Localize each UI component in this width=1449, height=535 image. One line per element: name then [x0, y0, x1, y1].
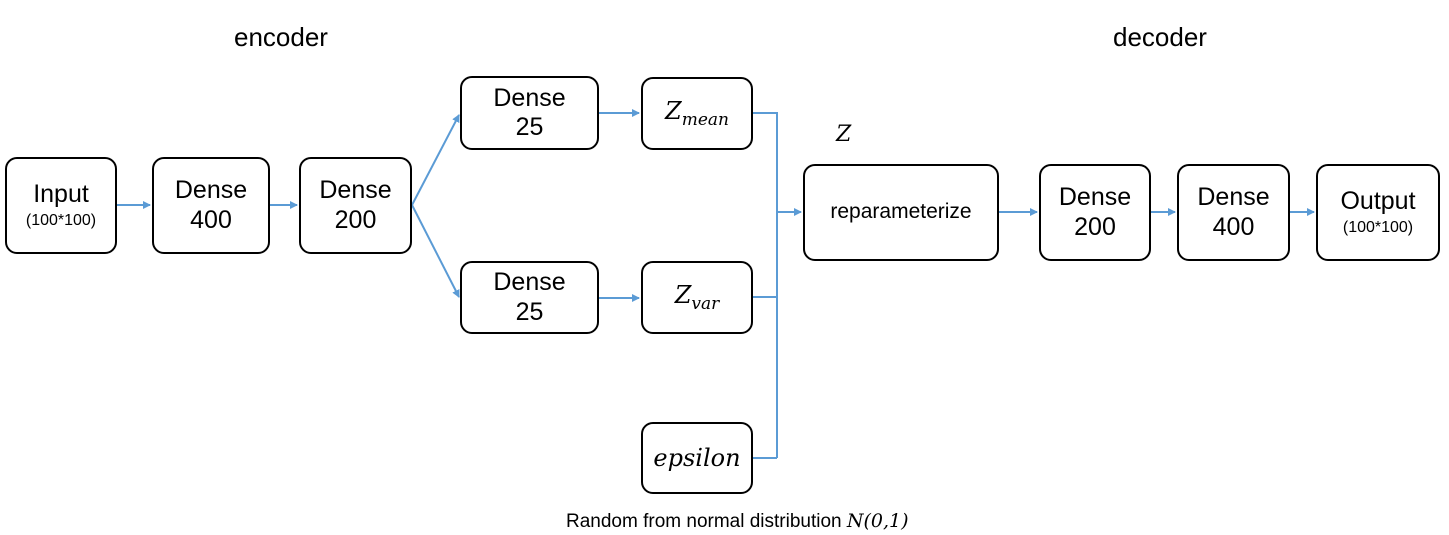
node-dense-25-mean: Dense 25	[460, 76, 599, 150]
node-output-shape: (100*100)	[1342, 219, 1414, 237]
node-input: Input (100*100)	[5, 157, 117, 254]
node-z-var: Zvar	[641, 261, 753, 334]
node-z-mean: Zmean	[641, 77, 753, 150]
node-decoder-dense-200-units: 200	[1074, 212, 1116, 241]
node-reparameterize: reparameterize	[803, 164, 999, 261]
encoder-title: encoder	[234, 22, 328, 52]
edge-dense200-to-dense25-mean	[411, 114, 460, 206]
z-var-base: Z	[674, 280, 692, 309]
node-encoder-dense-200: Dense 200	[299, 157, 412, 254]
node-dense-25-var-title: Dense	[493, 268, 566, 296]
z-label: Z	[836, 122, 852, 147]
node-epsilon-label: epsilon	[653, 443, 741, 472]
node-dense-25-var: Dense 25	[460, 261, 599, 334]
node-z-var-label: Zvar	[675, 281, 720, 314]
caption-math: N(0,1)	[846, 510, 909, 532]
edge-zmean-to-bus	[753, 112, 778, 458]
node-decoder-dense-400-title: Dense	[1197, 183, 1270, 211]
node-decoder-dense-200: Dense 200	[1039, 164, 1151, 261]
z-mean-base: Z	[665, 96, 682, 125]
node-dense-25-mean-title: Dense	[493, 83, 566, 112]
node-input-title: Input	[33, 179, 89, 208]
node-encoder-dense-200-title: Dense	[319, 176, 392, 204]
epsilon-caption: Random from normal distribution N(0,1)	[566, 510, 909, 533]
node-decoder-dense-200-title: Dense	[1058, 183, 1132, 211]
node-z-mean-label: Zmean	[665, 97, 729, 130]
edge-dense200-to-dense25-var	[411, 204, 460, 298]
caption-text: Random from normal distribution	[566, 511, 847, 532]
node-decoder-dense-400-units: 400	[1212, 212, 1255, 241]
node-dense-25-var-units: 25	[515, 297, 544, 326]
node-reparameterize-label: reparameterize	[830, 200, 972, 224]
node-output-title: Output	[1340, 186, 1416, 215]
node-epsilon: epsilon	[641, 422, 753, 494]
node-encoder-dense-200-units: 200	[334, 205, 377, 234]
node-encoder-dense-400-units: 400	[190, 205, 232, 234]
node-input-shape: (100*100)	[25, 212, 97, 230]
z-var-subscript: var	[691, 293, 720, 314]
node-decoder-dense-400: Dense 400	[1177, 164, 1290, 261]
z-mean-subscript: mean	[681, 109, 729, 130]
decoder-title: decoder	[1113, 22, 1207, 52]
node-dense-25-mean-units: 25	[515, 113, 544, 141]
node-output: Output (100*100)	[1316, 164, 1440, 261]
node-encoder-dense-400: Dense 400	[152, 157, 270, 254]
node-encoder-dense-400-title: Dense	[174, 176, 248, 204]
